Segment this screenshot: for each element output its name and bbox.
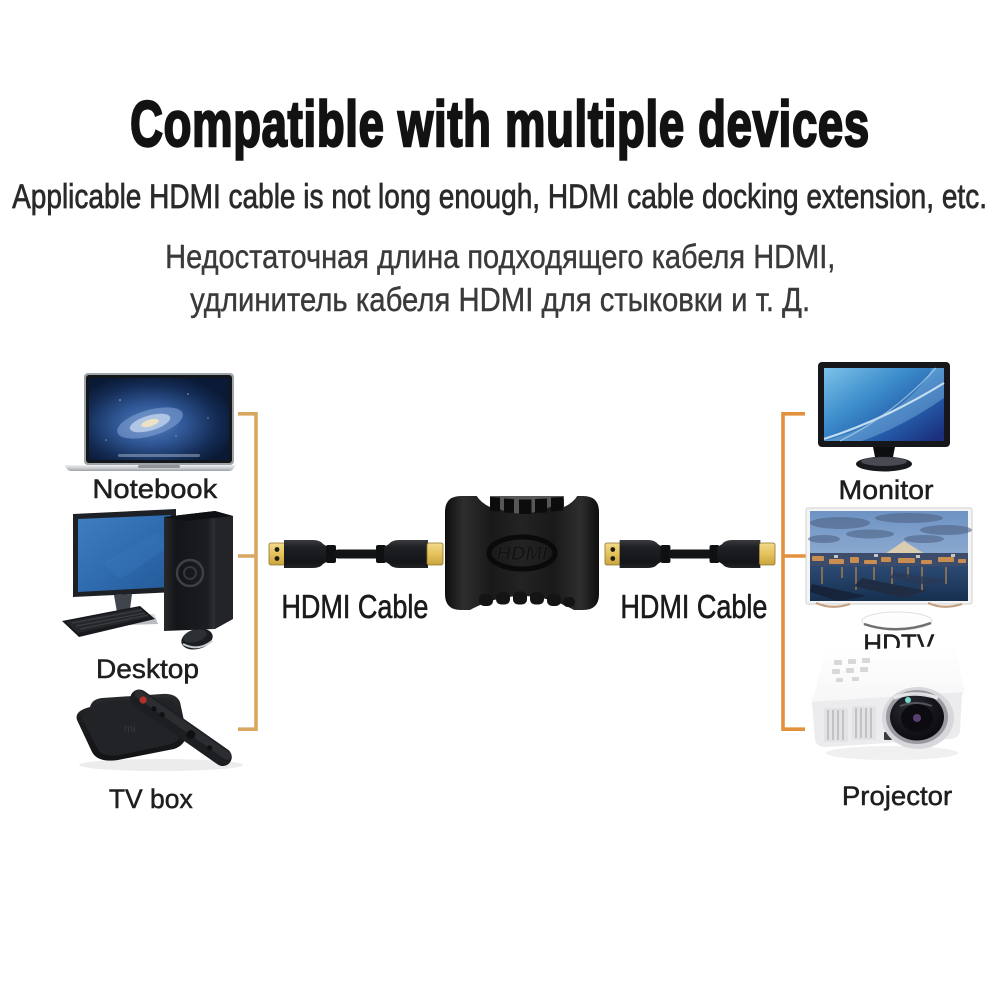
- svg-text:mi: mi: [124, 723, 136, 735]
- svg-text:HDMI: HDMI: [496, 543, 548, 565]
